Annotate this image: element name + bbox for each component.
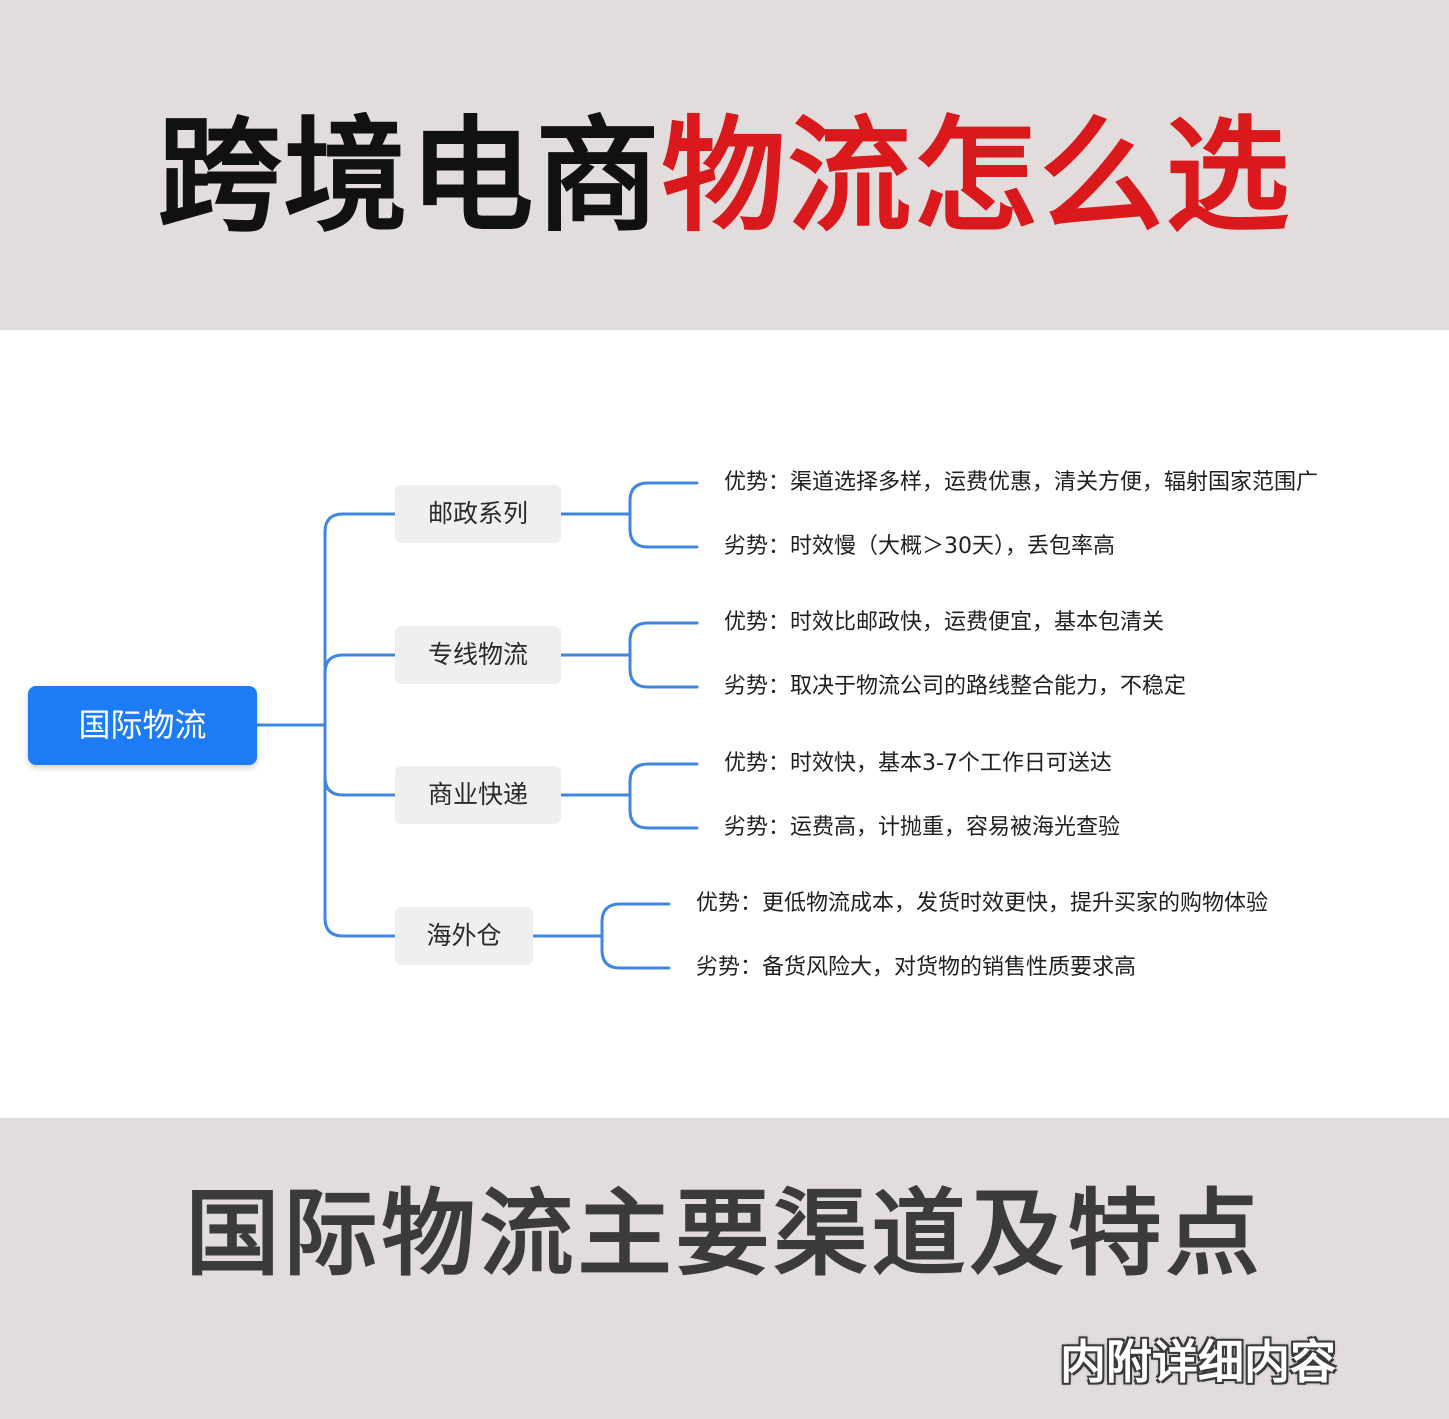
connector-trunk xyxy=(323,512,397,938)
root-node[interactable]: 国际物流 xyxy=(28,686,257,765)
connector-branch-3 xyxy=(323,775,397,797)
page-subtitle: 国际物流主要渠道及特点 xyxy=(185,1180,1264,1289)
header-band xyxy=(0,0,1449,330)
leaf-express-cons[interactable]: 劣势：运费高，计抛重，容易被海光查验 xyxy=(724,815,1121,840)
branch-node-postal[interactable]: 邮政系列 xyxy=(395,485,561,543)
leaf-warehouse-cons[interactable]: 劣势：备货风险大，对货物的销售性质要求高 xyxy=(696,955,1137,980)
connector-leaf-3 xyxy=(559,762,699,830)
corner-note: 内附详细内容 xyxy=(1060,1335,1336,1389)
leaf-warehouse-pros[interactable]: 优势：更低物流成本，发货时效更快，提升买家的购物体验 xyxy=(696,891,1269,916)
leaf-dedicated-cons[interactable]: 劣势：取决于物流公司的路线整合能力，不稳定 xyxy=(724,674,1187,699)
branch-node-overseas-warehouse[interactable]: 海外仓 xyxy=(395,907,533,965)
title-part-1: 跨境电商 xyxy=(157,105,662,249)
connector-leaf-2 xyxy=(559,621,699,689)
branch-node-dedicated-line[interactable]: 专线物流 xyxy=(395,626,561,684)
leaf-postal-pros[interactable]: 优势：渠道选择多样，运费优惠，清关方便，辐射国家范围广 xyxy=(724,470,1319,495)
connector-leaf-4 xyxy=(531,902,671,970)
leaf-postal-cons[interactable]: 劣势：时效慢（大概＞30天），丢包率高 xyxy=(724,534,1115,559)
footer-band xyxy=(0,1118,1449,1419)
leaf-dedicated-pros[interactable]: 优势：时效比邮政快，运费便宜，基本包清关 xyxy=(724,610,1165,635)
title-part-2: 物流怎么选 xyxy=(661,105,1292,249)
connector-branch-2 xyxy=(323,653,397,675)
leaf-express-pros[interactable]: 优势：时效快，基本3-7个工作日可送达 xyxy=(724,751,1112,776)
page-title: 跨境电商物流怎么选 xyxy=(0,102,1449,252)
connector-leaf-1 xyxy=(559,481,699,549)
branch-node-express[interactable]: 商业快递 xyxy=(395,766,561,824)
